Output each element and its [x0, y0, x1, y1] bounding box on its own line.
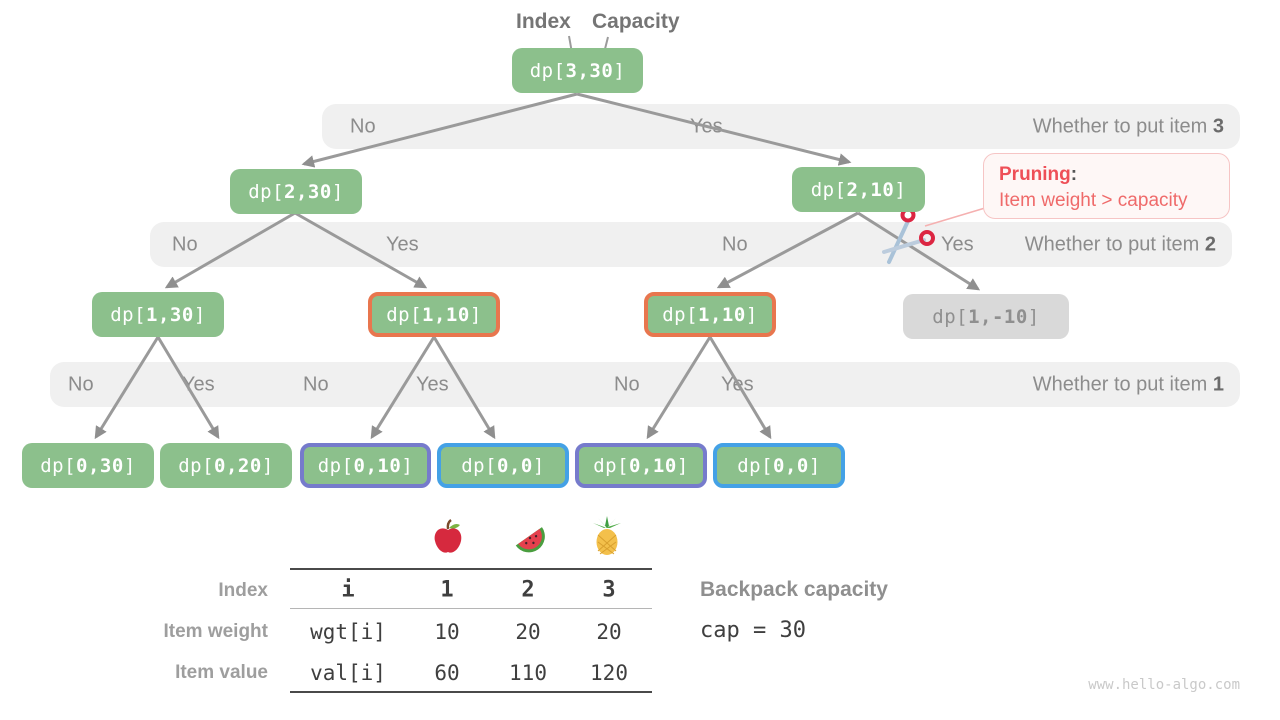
- band1-no3-label: No: [614, 373, 640, 395]
- table-val-2: 110: [509, 661, 547, 685]
- table-header-2: 2: [521, 577, 535, 603]
- table-wgt-2: 20: [515, 620, 541, 644]
- node-dp-1-30: dp[1,30]: [92, 292, 224, 337]
- index-pointer-label: Index: [516, 10, 571, 33]
- node-dp-1-neg10-pruned: dp[1,-10]: [903, 294, 1069, 339]
- band2-question: Whether to put item 2: [1024, 233, 1216, 255]
- node-dp-0-20: dp[0,20]: [160, 443, 292, 488]
- band2-no1-label: No: [172, 233, 198, 255]
- table-header-3: 3: [602, 577, 616, 603]
- band2-yes1-label: Yes: [386, 233, 419, 255]
- node-dp-1-10-right: dp[1,10]: [644, 292, 776, 337]
- node-dp-3-30: dp[3,30]: [512, 48, 643, 93]
- node-dp-1-10-left: dp[1,10]: [368, 292, 500, 337]
- band2-yes2-label: Yes: [941, 233, 974, 255]
- table-wgt-3: 20: [596, 620, 622, 644]
- table-header-1: 1: [440, 577, 454, 603]
- node-dp-0-10-left: dp[0,10]: [300, 443, 431, 488]
- node-dp-2-10: dp[2,10]: [792, 167, 925, 212]
- backpack-capacity-value: cap = 30: [700, 618, 806, 643]
- decision-band-item-2: No Yes No Yes Whether to put item 2: [150, 222, 1232, 267]
- table-rule-middle: [290, 608, 652, 609]
- apple-icon: [431, 519, 465, 555]
- node-dp-0-0-left: dp[0,0]: [437, 443, 569, 488]
- table-row-label-weight: Item weight: [163, 621, 268, 642]
- band1-no2-label: No: [303, 373, 329, 395]
- node-dp-0-0-right: dp[0,0]: [713, 443, 845, 488]
- pruning-body: Item weight > capacity: [999, 190, 1188, 211]
- band1-yes1-label: Yes: [182, 373, 215, 395]
- band3-question: Whether to put item 3: [1032, 115, 1224, 137]
- table-header-i: i: [341, 577, 355, 603]
- table-row-label-value: Item value: [175, 662, 268, 683]
- watermelon-icon: [511, 519, 549, 557]
- capacity-pointer-label: Capacity: [592, 10, 680, 33]
- band3-yes-label: Yes: [690, 115, 723, 137]
- table-val-3: 120: [590, 661, 628, 685]
- pruning-callout: Pruning: Item weight > capacity: [983, 153, 1230, 219]
- node-dp-0-30: dp[0,30]: [22, 443, 154, 488]
- table-rule-bottom: [290, 691, 652, 693]
- watermark: www.hello-algo.com: [1088, 677, 1240, 693]
- decision-band-item-1: No Yes No Yes No Yes Whether to put item…: [50, 362, 1240, 407]
- table-val-name: val[i]: [310, 661, 386, 685]
- band3-no-label: No: [350, 115, 376, 137]
- pruning-title: Pruning: [999, 164, 1071, 185]
- decision-band-item-3: No Yes Whether to put item 3: [322, 104, 1240, 149]
- backpack-capacity-label: Backpack capacity: [700, 578, 888, 601]
- table-val-1: 60: [434, 661, 460, 685]
- table-wgt-1: 10: [434, 620, 460, 644]
- band1-yes2-label: Yes: [416, 373, 449, 395]
- pineapple-icon: [590, 515, 624, 557]
- band1-no1-label: No: [68, 373, 94, 395]
- table-wgt-name: wgt[i]: [310, 620, 386, 644]
- band2-no2-label: No: [722, 233, 748, 255]
- table-row-label-index: Index: [218, 580, 268, 601]
- node-dp-2-30: dp[2,30]: [230, 169, 362, 214]
- node-dp-0-10-right: dp[0,10]: [575, 443, 707, 488]
- band1-question: Whether to put item 1: [1032, 373, 1224, 395]
- table-rule-top: [290, 568, 652, 570]
- band1-yes3-label: Yes: [721, 373, 754, 395]
